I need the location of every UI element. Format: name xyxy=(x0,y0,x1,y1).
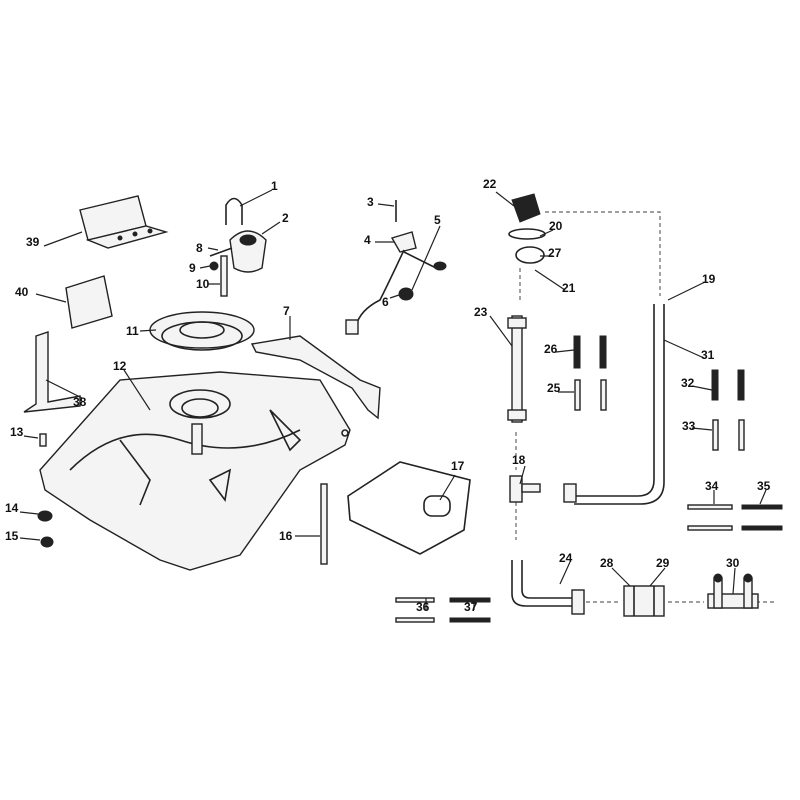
callout-33: 33 xyxy=(682,419,696,433)
callout-20: 20 xyxy=(549,219,563,233)
callout-22: 22 xyxy=(483,177,497,191)
dashed-connector xyxy=(545,211,661,296)
part-7-bracket xyxy=(250,335,381,420)
part-31-fuel-hose xyxy=(574,304,665,505)
callout-3: 3 xyxy=(367,195,374,209)
callout-35: 35 xyxy=(757,479,771,493)
callout-28: 28 xyxy=(600,556,614,570)
callout-1: 1 xyxy=(271,179,278,193)
part-17-gasket xyxy=(347,461,471,555)
callout-36: 36 xyxy=(416,600,430,614)
part-40-pad xyxy=(65,275,113,329)
part-12-fuel-tank xyxy=(39,371,351,571)
callout-15: 15 xyxy=(5,529,19,543)
callout-19: 19 xyxy=(702,272,716,286)
callout-12: 12 xyxy=(113,359,127,373)
callout-14: 14 xyxy=(5,501,19,515)
callout-2: 2 xyxy=(282,211,289,225)
part-15-washer xyxy=(40,536,54,548)
callout-26: 26 xyxy=(544,342,558,356)
callout-40: 40 xyxy=(15,285,29,299)
part-24-fuel-hose xyxy=(511,560,585,615)
callout-31: 31 xyxy=(701,348,715,362)
callout-32: 32 xyxy=(681,376,695,390)
callout-13: 13 xyxy=(10,425,24,439)
callout-5: 5 xyxy=(434,213,441,227)
callout-16: 16 xyxy=(279,529,293,543)
callout-6: 6 xyxy=(382,295,389,309)
callout-23: 23 xyxy=(474,305,488,319)
callout-7: 7 xyxy=(283,304,290,318)
callout-8: 8 xyxy=(196,241,203,255)
part-16-rod xyxy=(320,483,328,565)
callout-24: 24 xyxy=(559,551,573,565)
callout-38: 38 xyxy=(73,395,87,409)
part-2-fuel-cap xyxy=(209,197,267,297)
part-18-tee xyxy=(509,475,577,503)
callout-34: 34 xyxy=(705,479,719,493)
callout-labels: 1 2 3 4 5 6 7 8 9 10 11 12 13 14 15 16 1… xyxy=(5,177,771,614)
part-14-grommet xyxy=(37,510,53,522)
leader-lines xyxy=(19,189,767,610)
part-39-bracket xyxy=(79,195,169,249)
callout-27: 27 xyxy=(548,246,562,260)
part-13-bolt xyxy=(39,433,47,447)
part-38-strap xyxy=(23,331,81,413)
callout-29: 29 xyxy=(656,556,670,570)
part-11-seal-ring xyxy=(149,311,255,351)
callout-11: 11 xyxy=(126,324,139,338)
callout-25: 25 xyxy=(547,381,561,395)
part-5-fuel-sender xyxy=(345,200,447,335)
callout-21: 21 xyxy=(562,281,576,295)
clips-and-springs xyxy=(395,335,783,623)
callout-4: 4 xyxy=(364,233,371,247)
part-23-fuel-hose xyxy=(507,315,527,423)
callout-9: 9 xyxy=(189,261,196,275)
callout-37: 37 xyxy=(464,600,478,614)
part-29-fuel-filter xyxy=(623,585,665,617)
callout-39: 39 xyxy=(26,235,40,249)
callout-30: 30 xyxy=(726,556,740,570)
callout-10: 10 xyxy=(196,277,210,291)
callout-17: 17 xyxy=(451,459,465,473)
callout-18: 18 xyxy=(512,453,526,467)
part-22-fuel-valve xyxy=(508,193,546,300)
